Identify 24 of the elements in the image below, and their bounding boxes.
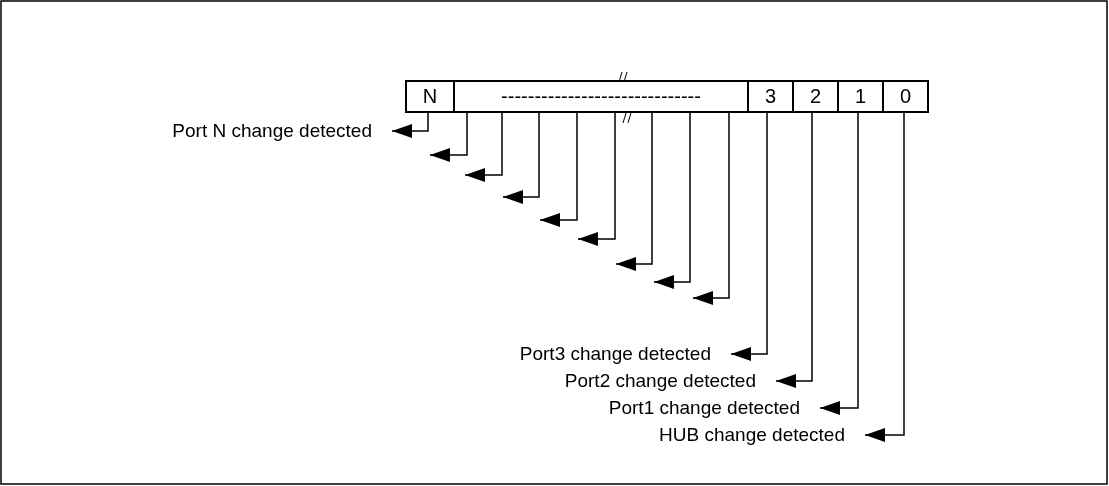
status-label: HUB change detected — [659, 425, 865, 445]
bit-cell: 3 — [747, 80, 794, 113]
arrow — [653, 112, 691, 289]
arrow — [730, 112, 768, 361]
arrow — [775, 112, 813, 388]
arrow — [391, 112, 429, 138]
arrow — [429, 112, 468, 162]
bit-cell: 2 — [792, 80, 839, 113]
arrow — [577, 112, 616, 246]
bit-cell: 1 — [837, 80, 884, 113]
bit-cell: 0 — [882, 80, 929, 113]
arrow — [692, 112, 730, 305]
status-label: Port N change detected — [172, 121, 392, 141]
status-label: Port1 change detected — [608, 398, 820, 418]
arrow — [464, 112, 503, 182]
bit-cell: N — [405, 80, 455, 113]
arrow — [615, 112, 653, 271]
arrow — [539, 112, 578, 227]
arrow — [819, 112, 859, 415]
status-label: Port3 change detected — [519, 344, 731, 364]
status-label: Port2 change detected — [564, 371, 776, 391]
arrow — [864, 112, 905, 442]
bit-range-cell: ------------------------------ — [453, 80, 749, 113]
arrow — [502, 112, 540, 204]
